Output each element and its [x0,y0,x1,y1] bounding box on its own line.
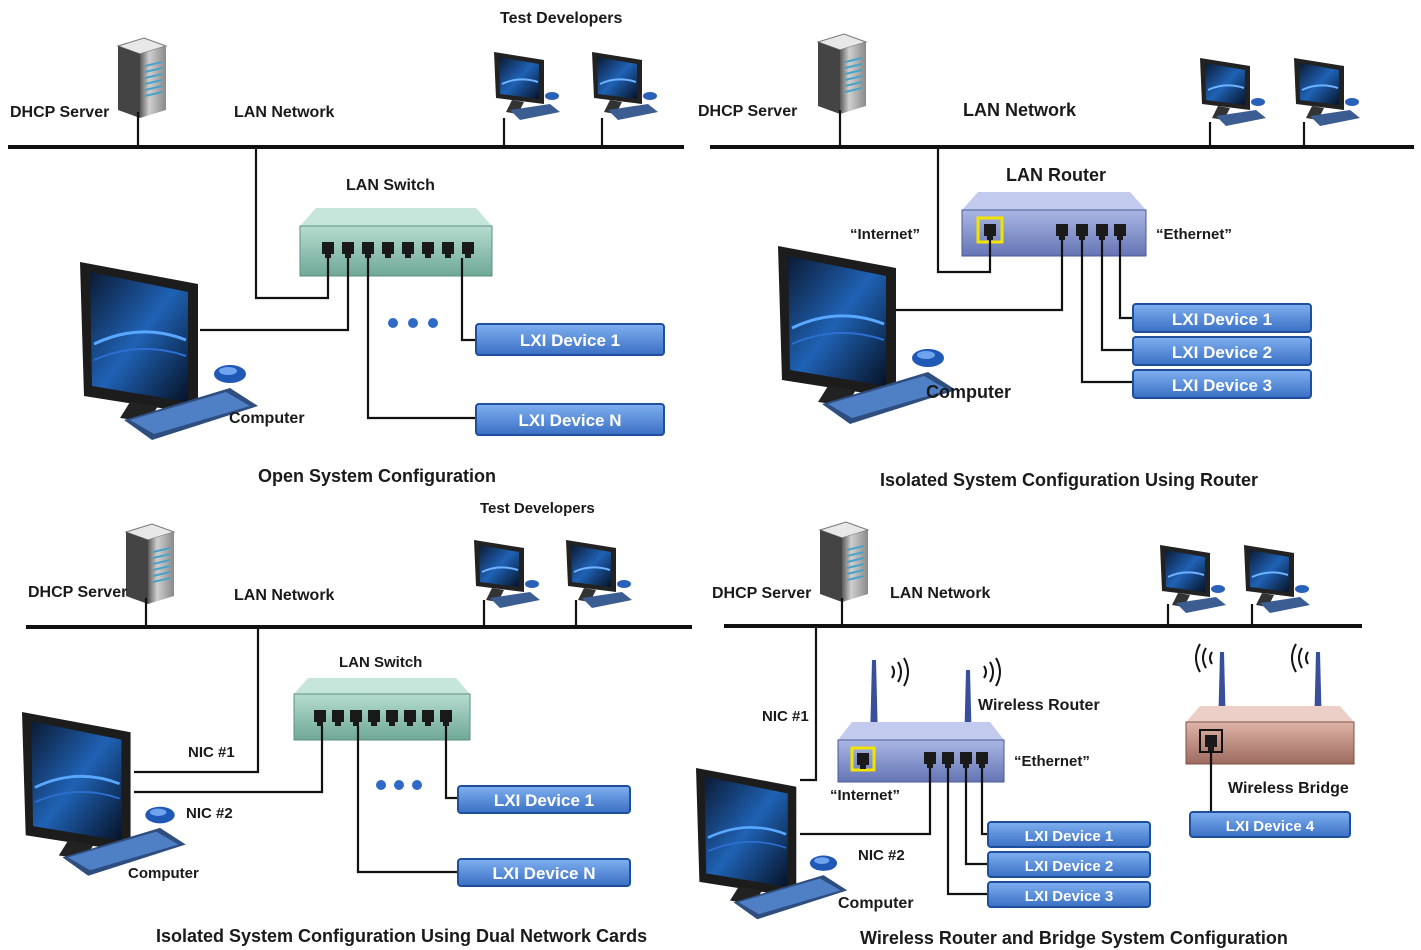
lxi-device-3-label: LXI Device 3 [1025,888,1113,905]
lan-switch-label: LAN Switch [339,654,422,671]
lxi-device-box: LXI Device 1 [987,821,1151,848]
internet-label: “Internet” [830,787,900,804]
lan-router-label: LAN Router [1006,165,1106,185]
dhcp-server-label: DHCP Server [698,103,797,120]
dhcp-server-icon [817,33,867,115]
lan-network-label: LAN Network [963,100,1077,120]
nic1-label: NIC #1 [188,744,235,761]
lan-network-label: LAN Network [890,585,991,602]
wireless-bridge-icon [1185,643,1355,765]
caption-isolated-router: Isolated System Configuration Using Rout… [880,470,1258,490]
dhcp-server-label: DHCP Server [712,585,811,602]
lxi-device-1-label: LXI Device 1 [1025,828,1113,845]
lan-switch-label: LAN Switch [346,177,435,194]
lxi-device-box: LXI Device 1 [1132,303,1312,333]
lan-network-label: LAN Network [234,587,335,604]
nic1-label: NIC #1 [762,708,809,725]
test-developer-computer-icon [473,539,541,609]
dhcp-server-label: DHCP Server [10,104,109,121]
computer-icon [694,766,849,921]
dhcp-server-label: DHCP Server [28,584,127,601]
ellipsis-dots-icon [388,318,438,328]
lxi-device-box: LXI Device 1 [475,323,665,356]
lxi-device-box: LXI Device N [457,858,631,887]
lan-network-label: LAN Network [234,104,335,121]
panel-dual-network-cards: DHCP Server LAN Network Test Developers … [20,500,692,946]
lxi-device-box: LXI Device 3 [987,881,1151,908]
computer-label: Computer [926,382,1011,402]
panel-isolated-router: DHCP Server LAN Network LAN Router “Inte… [698,33,1414,490]
test-developer-computer-icon [1159,544,1227,614]
dhcp-server-icon [117,37,167,119]
computer-icon [20,710,188,878]
wifi-signal-icon [891,657,1001,687]
lan-switch-icon [299,208,493,277]
lxi-device-box: LXI Device 2 [1132,336,1312,366]
wifi-signal-icon [1195,643,1309,673]
wireless-bridge-label: Wireless Bridge [1228,780,1349,797]
test-developers-label: Test Developers [500,10,623,27]
dhcp-server-icon [125,523,175,605]
lxi-device-box: LXI Device 4 [1189,811,1351,838]
internet-label: “Internet” [850,226,920,243]
computer-label: Computer [838,895,914,912]
caption-dual-network-cards: Isolated System Configuration Using Dual… [156,926,647,946]
lxi-device-1-label: LXI Device 1 [520,331,620,350]
lxi-device-1-label: LXI Device 1 [1172,310,1272,329]
dhcp-server-icon [819,521,869,603]
lxi-device-box: LXI Device 2 [987,851,1151,878]
wireless-router-icon [837,657,1005,783]
lxi-device-n-label: LXI Device N [493,864,596,883]
computer-label: Computer [229,410,305,427]
lxi-device-box: LXI Device N [475,403,665,436]
lxi-device-1-label: LXI Device 1 [494,791,594,810]
test-developer-computer-icon [493,51,561,121]
lan-switch-icon [293,678,471,741]
ellipsis-dots-icon [376,780,422,790]
nic2-label: NIC #2 [858,847,905,864]
computer-label: Computer [128,865,199,882]
lxi-device-n-label: LXI Device N [519,411,622,430]
test-developers-label: Test Developers [480,500,595,517]
lxi-device-4-label: LXI Device 4 [1226,818,1315,835]
ethernet-label: “Ethernet” [1014,753,1090,770]
lxi-device-3-label: LXI Device 3 [1172,376,1272,395]
lxi-device-2-label: LXI Device 2 [1025,858,1113,875]
nic2-label: NIC #2 [186,805,233,822]
test-developer-computer-icon [591,51,659,121]
test-developer-computer-icon [1293,57,1361,127]
ethernet-label: “Ethernet” [1156,226,1232,243]
caption-wireless-router-bridge: Wireless Router and Bridge System Config… [860,928,1288,948]
test-developer-computer-icon [1199,57,1267,127]
lxi-device-2-label: LXI Device 2 [1172,343,1272,362]
lxi-device-box: LXI Device 3 [1132,369,1312,399]
panel-wireless-router-bridge: DHCP Server LAN Network Wireless Router … [694,521,1362,948]
test-developer-computer-icon [565,539,633,609]
wireless-router-label: Wireless Router [978,697,1100,714]
caption-open-system: Open System Configuration [258,466,496,486]
panel-open-system: DHCP Server LAN Network Test Developers … [8,10,684,486]
lxi-device-box: LXI Device 1 [457,785,631,814]
test-developer-computer-icon [1243,544,1311,614]
lan-router-icon [961,192,1147,257]
